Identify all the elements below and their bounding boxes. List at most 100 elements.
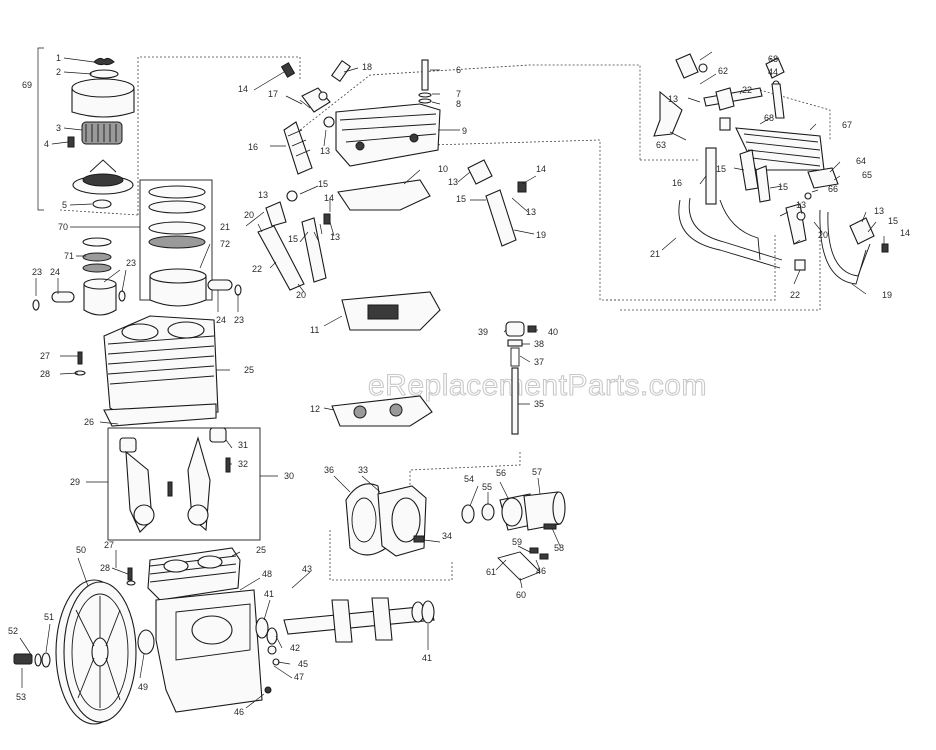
callout-label: 13 [448,177,458,187]
callout-label: 21 [220,222,230,232]
callout-label: 37 [534,357,544,367]
callout-label: 23 [126,258,136,268]
callout-label: 34 [442,531,452,541]
callout-label: 46 [234,707,244,717]
callout-label: 14 [324,193,334,203]
callout-label: 54 [464,474,474,484]
callout-label: 15 [716,164,726,174]
callout-label: 8 [456,99,461,109]
callout-label: 15 [888,216,898,226]
callout-label: 16 [672,178,682,188]
callout-label: 15 [318,179,328,189]
callout-label: 27 [104,540,114,550]
callout-label: 71 [64,251,74,261]
callout-label: 24 [216,315,226,325]
callout-label: 1 [56,53,61,63]
callout-label: 13 [668,94,678,104]
callout-label: 63 [656,140,666,150]
callout-label: 44 [768,67,778,77]
callout-label: 72 [220,239,230,249]
cylinder-head [335,59,441,167]
callout-label: 42 [290,643,300,653]
callout-label: 50 [76,545,86,555]
callout-label: 57 [532,467,542,477]
callout-label: 56 [496,468,506,478]
callout-label: 22 [742,85,752,95]
callout-label: 2 [56,67,61,77]
callout-label: 26 [84,417,94,427]
callout-label: 28 [40,369,50,379]
callout-label: 12 [310,404,320,414]
callout-label: 22 [252,264,262,274]
callout-label: 19 [882,290,892,300]
callout-label: 13 [258,190,268,200]
watermark-text: eReplacementParts.com [368,369,707,402]
callout-label: 20 [818,230,828,240]
callout-label: 55 [482,482,492,492]
callout-label: 20 [244,210,254,220]
callout-labels: 1 2 69 3 4 5 70 71 72 23 24 23 23 24 27 … [8,53,910,717]
callout-label: 69 [22,80,32,90]
cylinder-block-upper [74,315,219,427]
callout-label: 28 [100,563,110,573]
callout-label: 47 [294,672,304,682]
callout-label: 46 [536,566,546,576]
callout-label: 49 [138,682,148,692]
callout-label: 5 [62,200,67,210]
dipstick-assembly [505,321,537,435]
callout-label: 20 [296,290,306,300]
bearing-carrier-assembly [345,483,566,581]
callout-label: 15 [778,182,788,192]
callout-label: 10 [438,164,448,174]
callout-label: 68 [764,113,774,123]
callout-label: 25 [256,545,266,555]
callout-label: 36 [324,465,334,475]
callout-label: 40 [548,327,558,337]
callout-label: 31 [238,440,248,450]
callout-label: 27 [40,351,50,361]
callout-label: 41 [422,653,432,663]
callout-label: 39 [478,327,488,337]
callout-label: 67 [842,120,852,130]
callout-label: 68 [768,54,778,64]
callout-label: 6 [456,65,461,75]
intercooler-assembly [653,53,889,285]
callout-label: 22 [790,290,800,300]
callout-label: 45 [298,659,308,669]
callout-label: 38 [534,339,544,349]
callout-label: 16 [248,142,258,152]
callout-label: 30 [284,471,294,481]
piston-ring-set [32,179,242,316]
callout-label: 29 [70,477,80,487]
flywheel [13,579,137,725]
callout-label: 35 [534,399,544,409]
callout-label: 13 [330,232,340,242]
callout-label: 7 [456,89,461,99]
callout-label: 59 [512,537,522,547]
callout-label: 19 [536,230,546,240]
callout-label: 52 [8,626,18,636]
callout-label: 13 [796,200,806,210]
callout-label: 3 [56,123,61,133]
callout-label: 48 [262,569,272,579]
callout-label: 25 [244,365,254,375]
callout-label: 24 [50,267,60,277]
callout-label: 70 [58,222,68,232]
callout-label: 23 [234,315,244,325]
callout-label: 60 [516,590,526,600]
callout-label: 43 [302,564,312,574]
connecting-rod-set [107,427,261,541]
callout-label: 13 [874,206,884,216]
callout-label: 15 [456,194,466,204]
callout-label: 14 [536,164,546,174]
assembly-guide-lines [59,56,831,581]
intercooler-fittings-left [257,59,527,291]
callout-label: 53 [16,692,26,702]
valve-plate-assembly [331,179,441,427]
callout-label: 11 [310,325,319,335]
callout-label: 17 [268,89,278,99]
air-filter-assembly [37,47,135,211]
callout-label: 32 [238,459,248,469]
callout-label: 33 [358,465,368,475]
